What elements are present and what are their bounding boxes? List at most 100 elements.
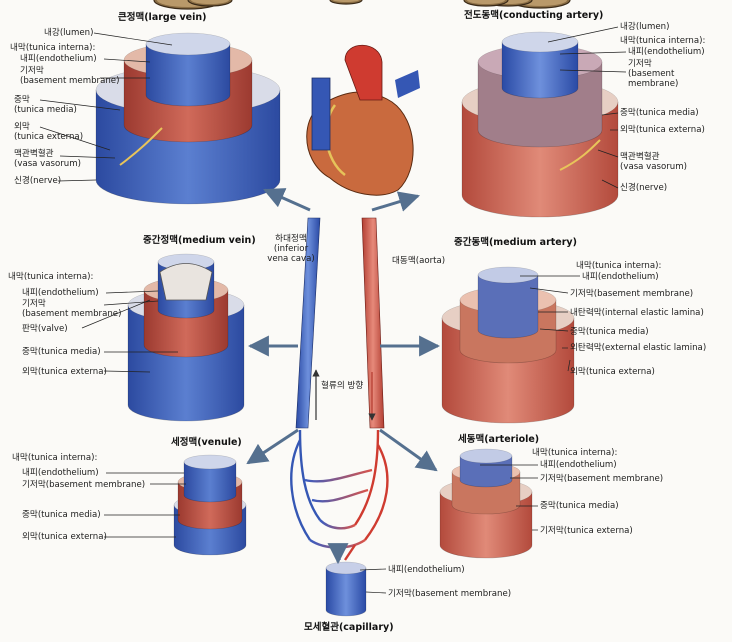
arteriole-layer-3 xyxy=(459,448,513,488)
lv-endothelium-label: 내피(endothelium) xyxy=(20,54,97,64)
mv-basement-label: 기저막 (basement membrane) xyxy=(22,299,122,319)
cap-basement-label: 기저막(basement membrane) xyxy=(388,589,512,599)
ca-externa-label: 외막(tunica externa) xyxy=(620,125,705,135)
lv-nerve-label: 신경(nerve) xyxy=(14,176,62,186)
ma-tunica-interna-label: 내막(tunica interna): xyxy=(576,261,662,271)
mv-valve-label: 판막(valve) xyxy=(22,324,68,334)
aorta xyxy=(361,217,385,429)
title-conducting-artery: 전도동맥(conducting artery) xyxy=(464,10,604,21)
leader-line-25 xyxy=(567,359,571,372)
medium-artery xyxy=(441,0,575,424)
title-medium-artery: 중간동맥(medium artery) xyxy=(454,237,577,248)
ar-endothelium-label: 내피(endothelium) xyxy=(540,460,617,470)
ar-media-label: 중막(tunica media) xyxy=(540,501,619,511)
leader-line-5 xyxy=(39,126,111,151)
capillary-lumen-inner xyxy=(333,0,359,2)
ar-externa-label: 기저막(tunica externa) xyxy=(540,526,633,536)
ma-iel-label: 내탄력막(internal elastic lamina) xyxy=(570,308,704,318)
title-medium-vein: 중간정맥(medium vein) xyxy=(143,235,256,246)
large-vein-nerve xyxy=(119,127,163,166)
network-vessel-4 xyxy=(364,444,389,541)
ar-tunica-interna-label: 내막(tunica interna): xyxy=(532,448,618,458)
leader-line-8 xyxy=(547,26,619,43)
pulmonary-vein xyxy=(395,70,420,98)
label-aorta: 대동맥(aorta) xyxy=(392,256,446,266)
capillary xyxy=(325,0,367,617)
medium-artery-layer-3 xyxy=(477,266,539,339)
ma-endothelium-label: 내피(endothelium) xyxy=(582,272,659,282)
vn-endothelium-label: 내피(endothelium) xyxy=(22,468,99,478)
lv-media-label: 중막 (tunica media) xyxy=(14,95,77,115)
lv-tunica-interna-label: 내막(tunica interna): xyxy=(10,43,96,53)
title-large-vein: 큰정맥(large vein) xyxy=(118,12,207,23)
network-vessel-7 xyxy=(311,488,369,503)
leader-line-14 xyxy=(601,179,619,189)
capillary-network xyxy=(290,429,389,561)
label-inferior-vena-cava: 하대정맥 (inferior vena cava) xyxy=(267,234,315,264)
leader-line-21 xyxy=(529,287,569,294)
ma-media-label: 중막(tunica media) xyxy=(570,327,649,337)
ma-eel-label: 외탄력막(external elastic lamina) xyxy=(570,343,707,353)
vn-basement-label: 기저막(basement membrane) xyxy=(22,480,146,490)
mv-media-label: 중막(tunica media) xyxy=(22,347,101,357)
heart xyxy=(306,44,420,196)
leader-line-11 xyxy=(601,112,619,116)
conducting-artery-layer-3 xyxy=(501,31,579,99)
network-vessel-6 xyxy=(309,538,366,549)
leader-line-23 xyxy=(539,328,569,332)
leader-line-1 xyxy=(93,32,173,46)
cap-endothelium-label: 내피(endothelium) xyxy=(388,565,465,575)
leader-line-17 xyxy=(81,299,151,329)
superior-vena-cava xyxy=(311,77,331,151)
ca-media-label: 중막(tunica media) xyxy=(620,108,699,118)
leader-line-2 xyxy=(103,58,151,63)
ca-vasa-label: 맥관벽혈관 (vasa vasorum) xyxy=(620,152,687,172)
ma-externa-label: 외막(tunica externa) xyxy=(570,367,655,377)
venule xyxy=(173,0,247,556)
leader-line-4 xyxy=(39,99,121,111)
leader-line-6 xyxy=(59,155,116,159)
vn-tunica-interna-label: 내막(tunica interna): xyxy=(12,453,98,463)
mv-tunica-interna-label: 내막(tunica interna): xyxy=(8,272,94,282)
mv-externa-label: 외막(tunica externa) xyxy=(22,367,107,377)
ca-lumen-label: 내강(lumen) xyxy=(620,22,670,32)
leader-line-19 xyxy=(103,370,151,373)
ca-basement-label: 기저막 (basement membrane) xyxy=(628,59,679,89)
leader-line-34 xyxy=(359,568,387,571)
inferior-vena-cava xyxy=(295,217,321,429)
ar-basement-label: 기저막(basement membrane) xyxy=(540,474,664,484)
vn-externa-label: 외막(tunica externa) xyxy=(22,532,107,542)
arrow-to-conducting-artery xyxy=(371,191,421,212)
network-vessel-2 xyxy=(290,439,311,541)
title-venule: 세정맥(venule) xyxy=(171,437,242,448)
leader-line-9 xyxy=(559,51,627,55)
large-vein-layer-3 xyxy=(145,32,231,107)
network-vessel-3 xyxy=(354,429,380,526)
aortic-arch xyxy=(344,44,383,101)
leader-line-13 xyxy=(597,149,619,158)
conducting-artery-nerve xyxy=(559,139,601,171)
leader-line-35 xyxy=(365,591,387,594)
ca-endothelium-label: 내피(endothelium) xyxy=(628,47,705,57)
vn-media-label: 중막(tunica media) xyxy=(22,510,101,520)
medium-vein-valve xyxy=(159,263,213,301)
ca-nerve-label: 신경(nerve) xyxy=(620,183,668,193)
capillary-layer-1 xyxy=(325,561,367,617)
leader-line-15 xyxy=(105,290,159,294)
lv-basement-label: 기저막 (basement membrane) xyxy=(20,66,120,86)
leader-line-10 xyxy=(559,69,627,73)
network-vessel-1 xyxy=(298,429,321,521)
ca-tunica-interna-label: 내막(tunica interna): xyxy=(620,36,706,46)
network-vessel-5 xyxy=(319,519,356,530)
large-vein xyxy=(95,0,281,205)
leader-line-7 xyxy=(57,179,97,182)
title-arteriole: 세동맥(arteriole) xyxy=(458,434,540,445)
lv-lumen-label: 내강(lumen) xyxy=(44,28,94,38)
lv-vasa-label: 맥관벽혈관 (vasa vasorum) xyxy=(14,149,81,169)
venule-layer-3 xyxy=(183,454,237,503)
leader-line-16 xyxy=(103,300,159,306)
conducting-artery xyxy=(461,0,619,218)
arteriole-lumen-inner xyxy=(467,0,505,4)
